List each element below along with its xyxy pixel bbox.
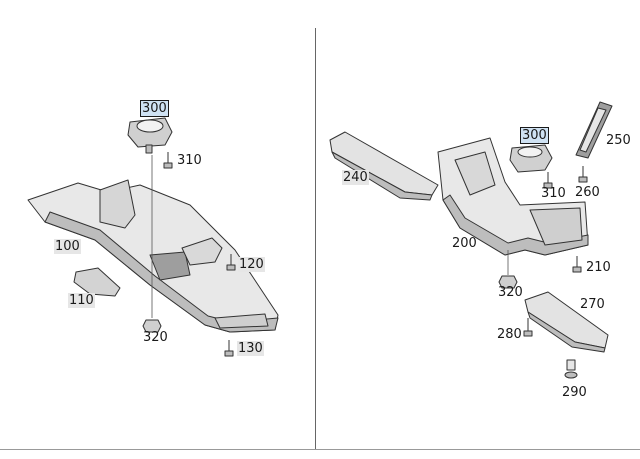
pad-part-250[interactable] (575, 101, 613, 159)
left-panel (27, 117, 279, 357)
crossmember-part-100[interactable] (27, 179, 279, 333)
bolt-part-130[interactable] (224, 340, 234, 357)
label-240[interactable]: 240 (342, 170, 369, 185)
transmission-carrier-part-200[interactable] (437, 137, 589, 256)
label-200[interactable]: 200 (452, 236, 477, 251)
bolt-part-120[interactable] (226, 254, 236, 271)
engine-mount-part-300[interactable] (127, 117, 173, 154)
label-300-left[interactable]: 300 (140, 100, 169, 117)
label-270[interactable]: 270 (580, 297, 605, 312)
bolt-part-310-right[interactable] (543, 172, 553, 189)
bolt-part-260[interactable] (578, 166, 588, 183)
bolt-part-210[interactable] (572, 256, 582, 273)
bracket-part-110[interactable] (73, 267, 121, 297)
label-260[interactable]: 260 (575, 185, 600, 200)
bolt-part-280[interactable] (523, 318, 533, 337)
label-310-right[interactable]: 310 (541, 186, 566, 201)
nut-part-320-right[interactable] (498, 275, 518, 289)
label-120[interactable]: 120 (238, 257, 265, 272)
label-130[interactable]: 130 (237, 341, 264, 356)
right-panel (329, 101, 613, 379)
support-bracket-part-240[interactable] (329, 131, 439, 201)
label-250[interactable]: 250 (606, 133, 631, 148)
label-210[interactable]: 210 (586, 260, 611, 275)
bolt-part-310[interactable] (163, 152, 173, 169)
label-320-left[interactable]: 320 (143, 330, 168, 345)
label-110[interactable]: 110 (68, 293, 95, 308)
label-310-left[interactable]: 310 (177, 153, 202, 168)
label-290[interactable]: 290 (562, 385, 587, 400)
label-320-right[interactable]: 320 (498, 285, 523, 300)
bottom-rule (0, 449, 640, 450)
engine-mount-part-300-right[interactable] (509, 144, 553, 173)
fastener-part-290[interactable] (564, 359, 578, 379)
nut-part-320[interactable] (142, 319, 162, 333)
label-280[interactable]: 280 (497, 327, 522, 342)
label-300-right[interactable]: 300 (520, 127, 549, 144)
plate-part-270[interactable] (524, 291, 609, 353)
panel-divider (315, 28, 316, 450)
label-100[interactable]: 100 (54, 239, 81, 254)
